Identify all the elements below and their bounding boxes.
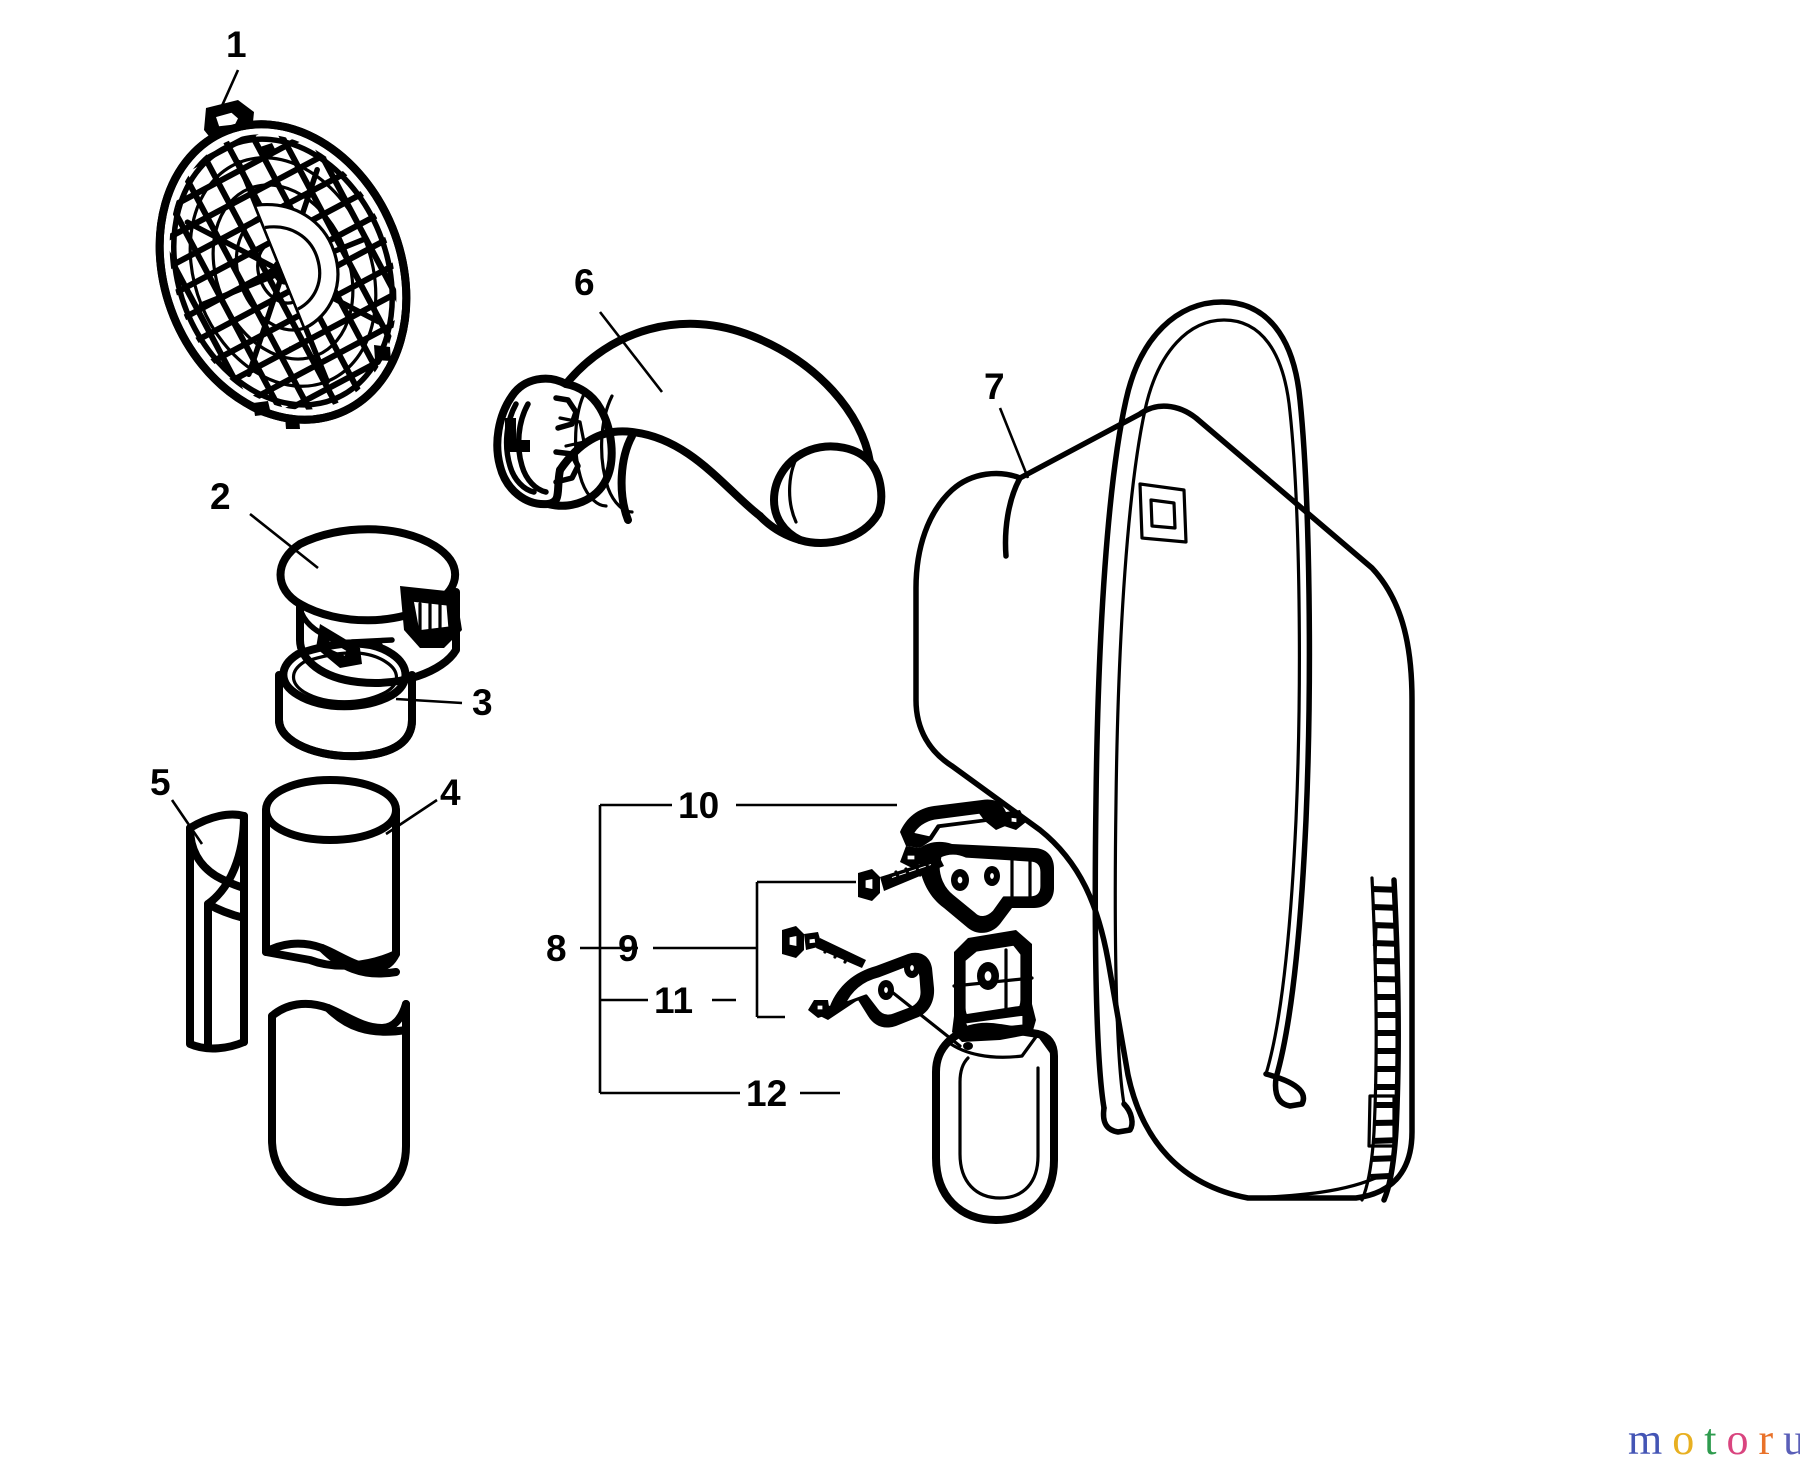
part-10-upper-bracket <box>900 799 1054 933</box>
part-1-fan-housing <box>155 120 411 430</box>
part-4-vacuum-tube-lower <box>268 999 410 1207</box>
part-11-mount-block <box>952 930 1036 1042</box>
bracket-grouping-lines <box>580 803 897 1095</box>
part-4-vacuum-tube-upper <box>262 776 400 978</box>
part-9-screw-upper <box>858 858 944 901</box>
callout-2: 2 <box>210 476 231 517</box>
part-7-collector-bag <box>913 299 1415 1203</box>
watermark-letter-o2: o <box>1726 1415 1748 1464</box>
part-6-elbow-hose <box>493 319 886 547</box>
callout-10: 10 <box>678 785 720 826</box>
watermark-letter-o1: o <box>1672 1415 1694 1464</box>
callout-11: 11 <box>654 980 694 1021</box>
watermark-letter-t: t <box>1704 1415 1716 1464</box>
motoruf-watermark: • m o t o r u f .de <box>1628 1418 1800 1462</box>
callout-7: 7 <box>984 366 1005 407</box>
bag-zipper <box>1360 876 1401 1203</box>
callout-leader-lines <box>170 69 1030 845</box>
callout-6: 6 <box>574 262 595 303</box>
callout-8: 8 <box>546 928 567 969</box>
watermark-letter-m: m <box>1628 1415 1662 1464</box>
bag-shoulder-strap <box>1092 299 1313 1135</box>
part-3-collar-ring <box>275 639 416 761</box>
callout-5: 5 <box>150 762 171 803</box>
part-11-lower-bracket <box>808 952 962 1048</box>
callout-1: 1 <box>226 24 247 65</box>
part-9-screw-lower <box>782 926 866 968</box>
callout-3: 3 <box>472 682 493 723</box>
part-12-hook-handle <box>932 1022 1058 1224</box>
watermark-letter-u: u <box>1783 1415 1800 1464</box>
watermark-letter-r: r <box>1758 1415 1773 1464</box>
callout-12: 12 <box>746 1073 788 1114</box>
callout-9: 9 <box>618 928 639 969</box>
callout-4: 4 <box>440 772 461 813</box>
part-5-tube-liner <box>186 810 248 1053</box>
